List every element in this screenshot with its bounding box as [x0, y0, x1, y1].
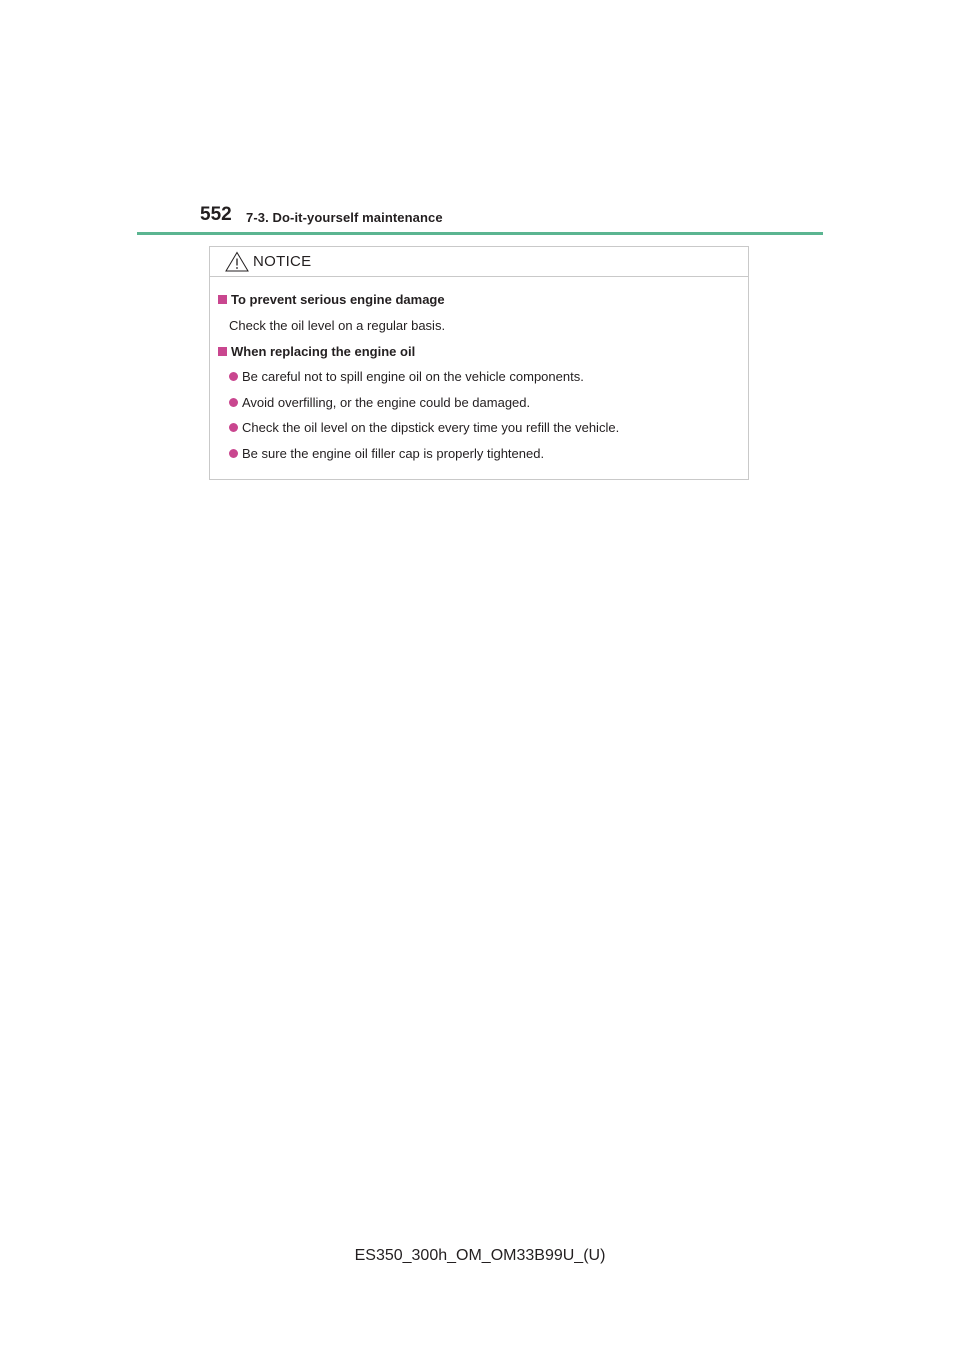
- bullet-item: Check the oil level on the dipstick ever…: [229, 420, 619, 435]
- bullet-item: Be careful not to spill engine oil on th…: [229, 369, 584, 384]
- round-bullet-icon: [229, 372, 238, 381]
- bullet-text: Avoid overfilling, or the engine could b…: [242, 395, 531, 410]
- round-bullet-icon: [229, 398, 238, 407]
- notice-heading: When replacing the engine oil: [218, 344, 415, 359]
- notice-heading: To prevent serious engine damage: [218, 292, 445, 307]
- notice-heading-text: When replacing the engine oil: [231, 344, 416, 359]
- notice-text: Check the oil level on a regular basis.: [229, 318, 446, 333]
- square-bullet-icon: [218, 347, 227, 356]
- square-bullet-icon: [218, 295, 227, 304]
- bullet-text: Check the oil level on the dipstick ever…: [242, 420, 620, 435]
- header-rule: [137, 232, 823, 235]
- notice-heading-text: To prevent serious engine damage: [231, 292, 445, 307]
- round-bullet-icon: [229, 423, 238, 432]
- bullet-text: Be careful not to spill engine oil on th…: [242, 369, 584, 384]
- page-number: 552: [200, 204, 232, 225]
- notice-header: NOTICE: [210, 247, 748, 277]
- warning-triangle-icon: [225, 251, 249, 272]
- notice-box: NOTICE To prevent serious engine damage …: [209, 246, 749, 480]
- bullet-item: Be sure the engine oil filler cap is pro…: [229, 446, 544, 461]
- notice-title: NOTICE: [253, 253, 312, 270]
- section-title: 7-3. Do-it-yourself maintenance: [246, 210, 443, 225]
- footer-doc-code: ES350_300h_OM_OM33B99U_(U): [354, 1247, 606, 1264]
- bullet-item: Avoid overfilling, or the engine could b…: [229, 395, 530, 410]
- round-bullet-icon: [229, 449, 238, 458]
- bullet-text: Be sure the engine oil filler cap is pro…: [242, 446, 545, 461]
